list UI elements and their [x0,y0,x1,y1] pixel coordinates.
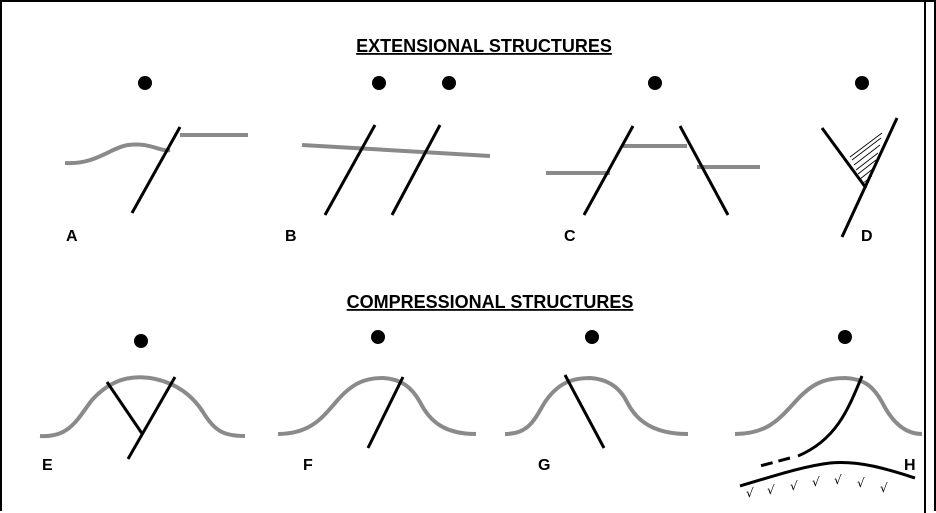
normal-fault [323,124,377,216]
panel-a: A [64,76,248,245]
panel-h: √ √ √ √ √ √ √ H [734,330,923,500]
panel-label-b: B [285,228,297,245]
panel-label-a: A [66,228,78,245]
panel-label-d: D [861,228,873,245]
panel-label-e: E [42,457,53,474]
bed-layer [301,143,491,158]
tick-mark: √ [834,473,842,487]
antithetic-fault [820,127,868,189]
tick-mark: √ [767,483,775,497]
dot-marker [648,76,662,90]
anticline-bed [39,375,246,439]
dot-marker [134,334,148,348]
dot-marker [855,76,869,90]
dot-marker [372,76,386,90]
panel-d: D [820,76,899,245]
reverse-fault [563,374,606,449]
thrust-fault [797,375,864,458]
dot-marker [371,330,385,344]
panel-label-f: F [303,457,313,474]
anticline-bed [734,375,923,436]
reverse-fault-right [126,376,177,460]
dot-marker [838,330,852,344]
dot-marker [138,76,152,90]
dot-marker [442,76,456,90]
extensional-heading: EXTENSIONAL STRUCTURES [356,36,612,56]
panel-label-c: C [564,228,576,245]
thrust-fault-projection [759,456,791,468]
reverse-fault-left [105,381,145,436]
basement-ticks: √ √ √ √ √ √ √ [746,473,888,500]
panel-f: F [277,330,477,474]
tick-mark: √ [880,481,888,495]
panel-b: B [285,76,491,245]
reverse-fault [366,376,405,449]
panel-label-h: H [904,457,916,474]
dot-marker [585,330,599,344]
tick-mark: √ [857,476,865,490]
bed-footwall [64,142,171,166]
tick-mark: √ [746,486,754,500]
main-fault [840,117,899,238]
anticline-bed [277,375,477,436]
normal-fault-right [678,125,730,216]
normal-fault-left [582,125,635,216]
panel-label-g: G [538,457,550,474]
panel-g: G [504,330,689,474]
compressional-heading: COMPRESSIONAL STRUCTURES [347,292,634,312]
panel-e: E [39,334,246,474]
tick-mark: √ [812,475,820,489]
normal-fault [390,124,442,216]
tick-mark: √ [790,479,798,493]
normal-fault [130,126,182,214]
anticline-bed [504,375,689,436]
decollement-surface [739,460,916,488]
panel-c: C [546,76,760,245]
